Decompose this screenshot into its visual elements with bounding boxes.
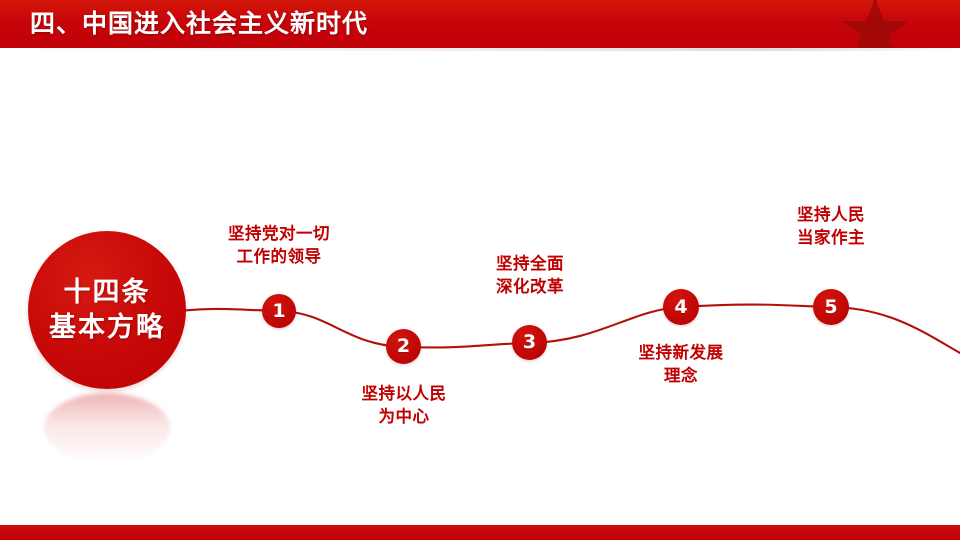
node-label-3-line-2: 深化改革 — [496, 277, 564, 296]
node-number-4: 4 — [674, 295, 688, 318]
hub-line-1: 十四条 — [63, 277, 151, 308]
node-label-1: 坚持党对一切 工作的领导 — [184, 222, 374, 268]
node-label-3: 坚持全面 深化改革 — [435, 252, 625, 298]
node-marker-5[interactable]: 5 — [813, 289, 849, 325]
node-marker-3[interactable]: 3 — [512, 325, 547, 360]
node-number-5: 5 — [824, 295, 838, 318]
node-label-5-line-2: 当家作主 — [797, 228, 865, 247]
node-label-4: 坚持新发展 理念 — [586, 341, 776, 387]
node-label-1-line-2: 工作的领导 — [236, 247, 322, 266]
strategy-roadmap-diagram: 十四条 基本方略 1 坚持党对一切 工作的领导 2 坚持以人民 为中心 3 坚持… — [0, 48, 960, 525]
hub-circle[interactable]: 十四条 基本方略 — [28, 231, 186, 389]
five-pointed-star-icon — [838, 0, 912, 48]
node-label-3-line-1: 坚持全面 — [496, 254, 564, 273]
node-label-2: 坚持以人民 为中心 — [309, 382, 499, 428]
hub-line-2: 基本方略 — [49, 312, 165, 343]
node-number-2: 2 — [396, 335, 411, 357]
node-number-3: 3 — [522, 331, 537, 353]
footer-bar — [0, 525, 960, 540]
node-number-1: 1 — [272, 299, 286, 322]
node-label-5: 坚持人民 当家作主 — [736, 203, 926, 249]
node-label-5-line-1: 坚持人民 — [797, 205, 865, 224]
node-label-4-line-2: 理念 — [664, 366, 698, 385]
header-divider — [0, 48, 960, 51]
header-bar: 四、中国进入社会主义新时代 — [0, 0, 960, 48]
node-marker-1[interactable]: 1 — [262, 294, 296, 328]
page-title: 四、中国进入社会主义新时代 — [30, 9, 369, 38]
node-label-2-line-1: 坚持以人民 — [361, 384, 447, 403]
node-label-2-line-2: 为中心 — [378, 407, 430, 426]
node-label-4-line-1: 坚持新发展 — [638, 343, 724, 362]
node-marker-2[interactable]: 2 — [386, 329, 421, 364]
hub-reflection — [44, 393, 170, 463]
node-marker-4[interactable]: 4 — [663, 289, 699, 325]
node-label-1-line-1: 坚持党对一切 — [228, 224, 330, 243]
